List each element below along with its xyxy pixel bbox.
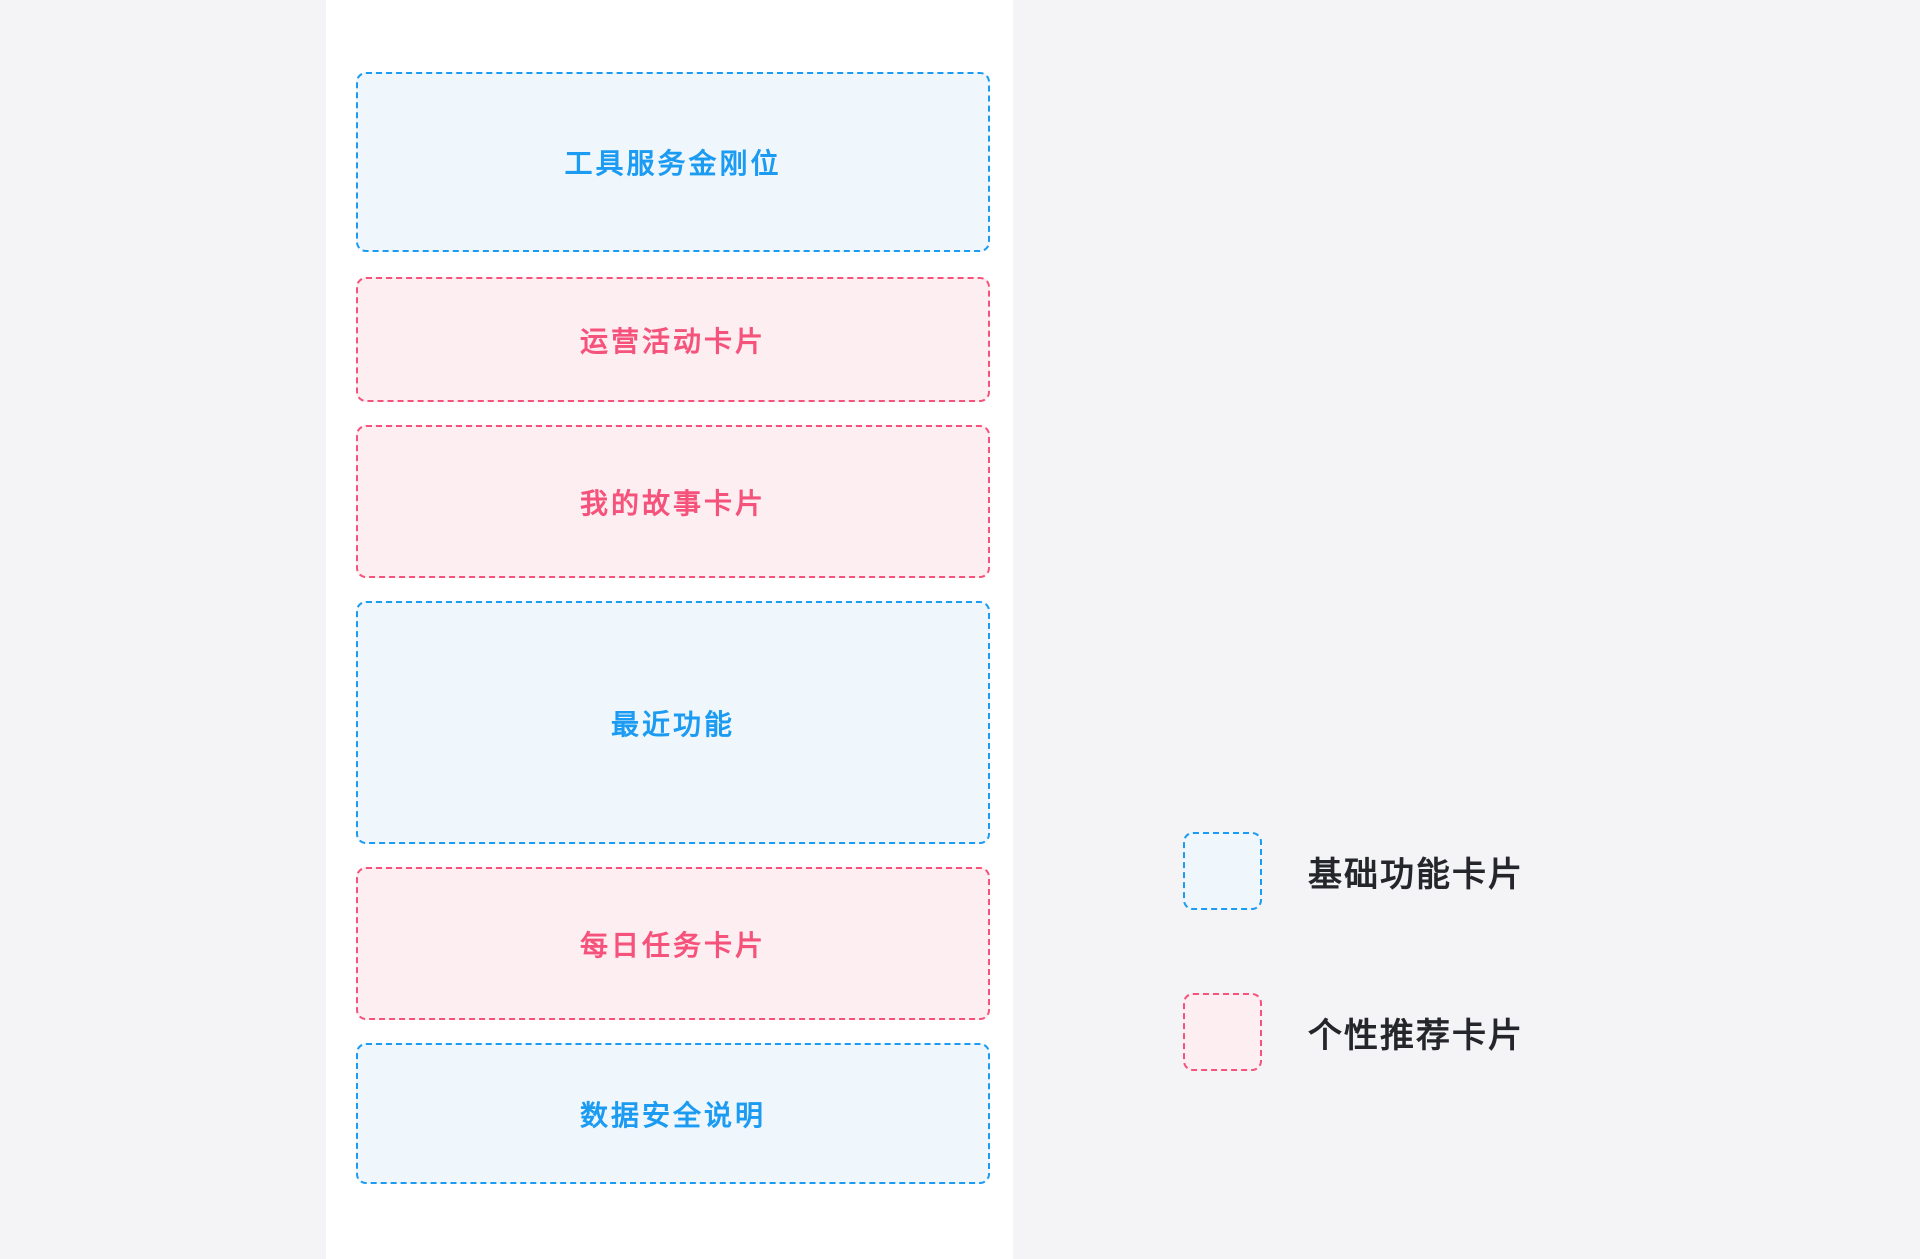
card-data-security-label: 数据安全说明 bbox=[579, 1099, 766, 1131]
card-my-story: 我的故事卡片 bbox=[356, 425, 990, 578]
legend-label-recommend-card: 个性推荐卡片 bbox=[1308, 1016, 1524, 1055]
card-my-story-label: 我的故事卡片 bbox=[579, 487, 766, 519]
legend-item-recommend: 个性推荐卡片 bbox=[1183, 993, 1524, 1071]
phone-canvas: 工具服务金刚位 运营活动卡片 我的故事卡片 最近功能 每日任务卡片 数据安全说明 bbox=[326, 0, 1013, 1259]
card-operation-activity-label: 运营活动卡片 bbox=[579, 325, 766, 357]
card-daily-task-label: 每日任务卡片 bbox=[579, 929, 766, 961]
card-tool-service-grid-label: 工具服务金刚位 bbox=[564, 148, 782, 179]
legend: 基础功能卡片 个性推荐卡片 bbox=[1183, 832, 1524, 1071]
legend-swatch-basic-card bbox=[1183, 832, 1262, 910]
card-recent-features: 最近功能 bbox=[356, 601, 990, 844]
card-tool-service-grid: 工具服务金刚位 bbox=[356, 72, 990, 252]
legend-item-basic: 基础功能卡片 bbox=[1183, 832, 1524, 910]
card-daily-task: 每日任务卡片 bbox=[356, 867, 990, 1020]
card-data-security: 数据安全说明 bbox=[356, 1043, 990, 1184]
card-operation-activity: 运营活动卡片 bbox=[356, 277, 990, 402]
legend-label-basic-card: 基础功能卡片 bbox=[1308, 855, 1524, 894]
card-recent-features-label: 最近功能 bbox=[610, 708, 735, 740]
legend-swatch-recommend-card bbox=[1183, 993, 1262, 1071]
